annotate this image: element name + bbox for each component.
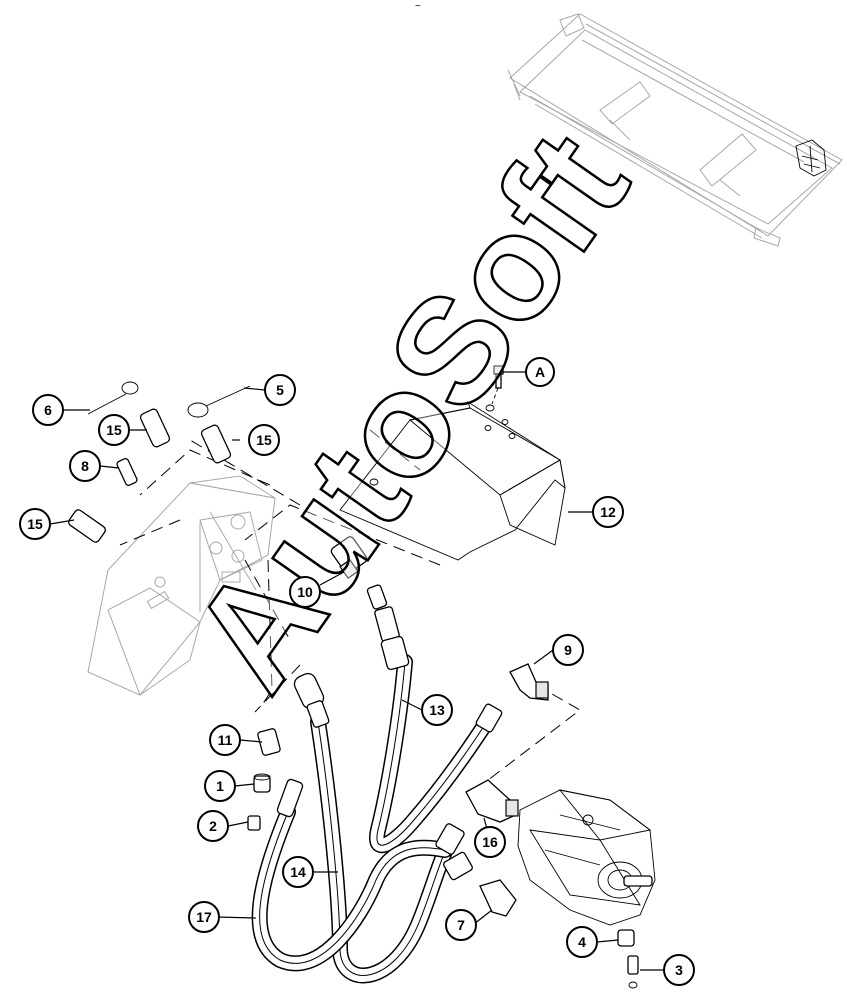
svg-text:6: 6	[44, 402, 52, 418]
part-3	[627, 955, 639, 989]
connector-15-a	[139, 408, 171, 448]
connector-15-b	[200, 424, 232, 464]
fitting-16	[465, 779, 519, 823]
hose-17	[251, 804, 453, 972]
hose-fittings	[276, 584, 503, 881]
callout-15: 15	[19, 508, 51, 540]
callout-5: 5	[264, 374, 296, 406]
svg-text:15: 15	[27, 516, 43, 532]
bolt-a	[491, 365, 504, 405]
callout-4: 4	[566, 926, 598, 958]
svg-text:14: 14	[290, 864, 306, 880]
part-2	[247, 815, 261, 831]
svg-text:10: 10	[297, 584, 313, 600]
callout-11: 11	[209, 724, 241, 756]
callout-2: 2	[197, 810, 229, 842]
callout-3: 3	[663, 954, 695, 986]
fitting-10	[330, 536, 368, 580]
assembly-lines	[119, 429, 581, 791]
callout-8: 8	[69, 450, 101, 482]
fitting-9	[509, 663, 549, 701]
cover-plate	[339, 400, 566, 561]
svg-text:9: 9	[564, 642, 572, 658]
mounting-bracket	[87, 475, 276, 696]
svg-text:AutoSoft: AutoSoft	[159, 103, 660, 718]
callout-12: 12	[592, 496, 624, 528]
svg-text:A: A	[535, 364, 545, 380]
svg-text:7: 7	[457, 917, 465, 933]
callout-7: 7	[445, 909, 477, 941]
callout-14: 14	[282, 856, 314, 888]
svg-text:15: 15	[256, 432, 272, 448]
hose-13	[368, 654, 496, 854]
fitting-11	[257, 728, 281, 756]
watermark: AutoSoft	[157, 102, 660, 719]
corner-mark: ~	[415, 1, 421, 12]
fitting-7	[479, 879, 517, 917]
callout-15: 15	[248, 424, 280, 456]
svg-text:16: 16	[482, 834, 498, 850]
svg-text:17: 17	[196, 909, 212, 925]
callout-9: 9	[552, 634, 584, 666]
hydraulic-pump	[517, 789, 656, 926]
svg-text:4: 4	[578, 934, 586, 950]
hose-14	[310, 714, 458, 984]
machine-locator-thumbnail	[507, 13, 843, 247]
svg-text:1: 1	[216, 778, 224, 794]
callout-15: 15	[98, 414, 130, 446]
svg-text:3: 3	[675, 962, 683, 978]
part-4	[617, 929, 635, 947]
svg-text:12: 12	[600, 504, 616, 520]
svg-text:5: 5	[276, 382, 284, 398]
connector-8	[116, 458, 138, 486]
part-1	[253, 773, 271, 793]
callout-17: 17	[188, 901, 220, 933]
callout-a: A	[525, 357, 555, 387]
pin-6	[87, 381, 139, 415]
svg-text:11: 11	[218, 732, 233, 748]
callout-13: 13	[421, 694, 453, 726]
svg-text:15: 15	[106, 422, 122, 438]
svg-text:13: 13	[429, 702, 445, 718]
pin-5	[187, 385, 251, 418]
callout-1: 1	[204, 770, 236, 802]
callout-6: 6	[32, 394, 64, 426]
svg-text:8: 8	[81, 458, 89, 474]
svg-text:2: 2	[209, 818, 217, 834]
leader-lines	[49, 371, 664, 971]
connector-15-c	[68, 509, 106, 543]
callout-16: 16	[474, 826, 506, 858]
callout-10: 10	[289, 576, 321, 608]
